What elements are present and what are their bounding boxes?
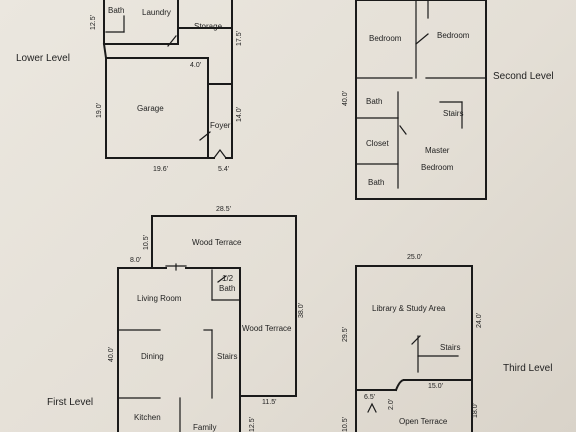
first-dim-bottom-right: 11.5' (262, 399, 277, 406)
first-dim-left-top: 10.5' (143, 235, 150, 250)
lower-level-walls (102, 0, 233, 159)
second-bath-2-label: Bath (368, 178, 385, 187)
third-level-title: Third Level (503, 363, 553, 374)
first-living-room-label: Living Room (137, 294, 182, 303)
first-level-details (117, 263, 241, 432)
third-dim-bottom-right: 18.0' (472, 403, 479, 418)
lower-dim-bottom-foyer: 5.4' (218, 166, 230, 173)
second-stairs-label: Stairs (443, 109, 464, 118)
lower-bath-label: Bath (108, 6, 125, 15)
second-level-walls (355, 0, 487, 200)
lower-dim-foyer-side: 14.0' (236, 107, 243, 122)
first-dim-right: 38.0' (298, 303, 305, 318)
second-master-label: Master (425, 146, 450, 155)
lower-dim-mid: 4.0' (190, 62, 202, 69)
first-dim-lower-side: 12.5' (249, 417, 256, 432)
first-half-bath-label-b: Bath (219, 284, 236, 293)
first-dim-step: 8.0' (130, 257, 142, 264)
first-kitchen-label: Kitchen (134, 413, 161, 422)
first-stairs-label: Stairs (217, 352, 238, 361)
lower-dim-bottom-garage: 19.6' (153, 166, 168, 173)
third-dim-terrace-top: 15.0' (428, 383, 443, 390)
third-dim-notch: 6.5' (364, 394, 376, 401)
third-dim-top: 25.0' (407, 254, 422, 261)
second-bedroom-2-label: Bedroom (437, 31, 470, 40)
lower-dim-left-garage: 19.0' (96, 103, 103, 118)
lower-level-details (105, 15, 227, 159)
third-open-terrace-label: Open Terrace (399, 417, 448, 426)
first-dim-top: 28.5' (216, 206, 231, 213)
second-closet-label: Closet (366, 139, 389, 148)
first-dim-left: 40.0' (108, 347, 115, 362)
lower-laundry-label: Laundry (142, 8, 171, 17)
third-level-walls (355, 265, 473, 432)
second-master-bedroom-label: Bedroom (421, 163, 454, 172)
first-dining-label: Dining (141, 352, 164, 361)
lower-level-title: Lower Level (16, 53, 70, 64)
first-wood-terrace-side-label: Wood Terrace (242, 324, 292, 333)
second-dim-left: 40.0' (342, 91, 349, 106)
lower-foyer-label: Foyer (210, 121, 231, 130)
third-dim-notch-v: 2.0' (388, 398, 395, 410)
third-library-label: Library & Study Area (372, 304, 446, 313)
second-level-details (355, 0, 487, 189)
first-level-walls (117, 215, 297, 432)
second-level-title: Second Level (493, 71, 554, 82)
lower-storage-label: Storage (194, 22, 223, 31)
first-half-bath-label-a: 1/2 (222, 274, 234, 283)
third-dim-left: 29.5' (342, 327, 349, 342)
first-wood-terrace-top-label: Wood Terrace (192, 238, 242, 247)
third-stairs-label: Stairs (440, 343, 461, 352)
first-level-title: First Level (47, 397, 94, 408)
first-family-label: Family (193, 423, 217, 432)
third-dim-right: 24.0' (476, 313, 483, 328)
second-bedroom-1-label: Bedroom (369, 34, 402, 43)
third-level-details (367, 335, 459, 413)
lower-dim-right-top: 17.5' (236, 31, 243, 46)
lower-dim-left-top: 12.5' (90, 15, 97, 30)
lower-garage-label: Garage (137, 104, 164, 113)
second-bath-label: Bath (366, 97, 383, 106)
third-dim-bottom-left: 10.5' (342, 417, 349, 432)
